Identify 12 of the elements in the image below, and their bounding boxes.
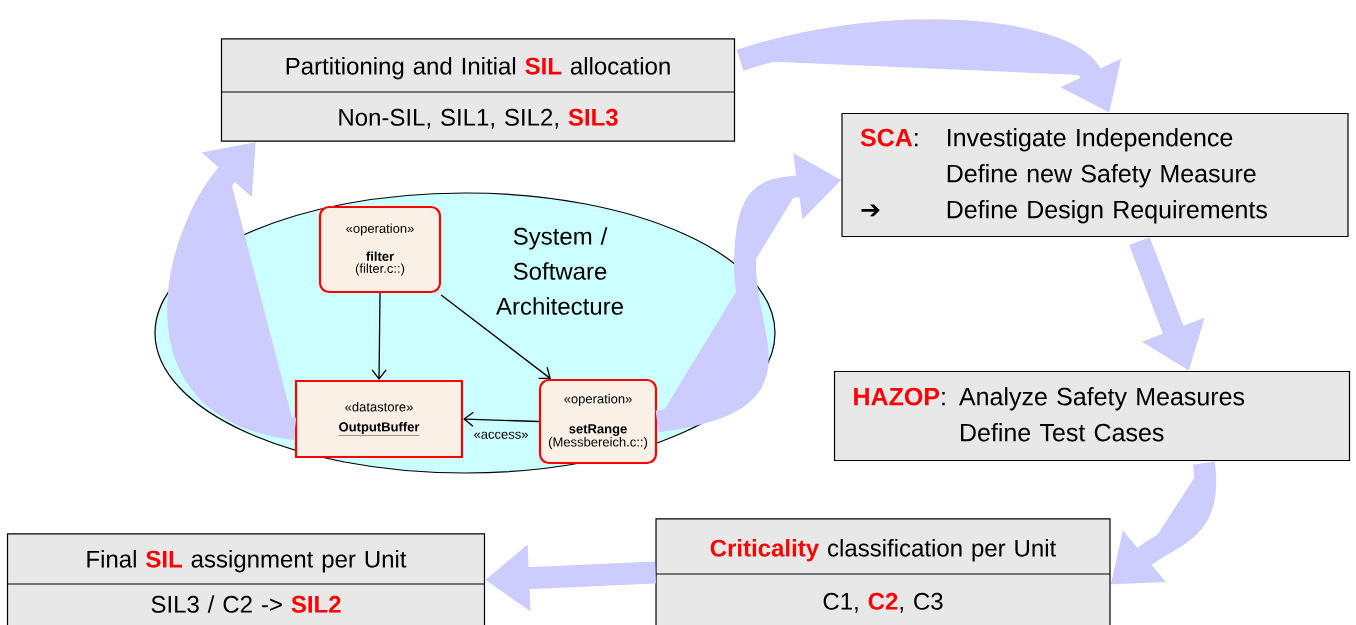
edge-label: «access» [472, 430, 530, 440]
operation-box: «operation» filter (filter.c::) [318, 205, 442, 294]
arrow [371, 292, 387, 380]
process-box: Partitioning and Initial SIL allocation Non-SIL, SIL1, SIL2, SIL3 [220, 38, 736, 142]
process-box: SCA: Investigate Independence Define new Safety Measure ➔ Define Design Requirements [841, 112, 1349, 238]
datastore-box: «datastore» OutputBuffer [294, 379, 464, 459]
process-box: Final SIL assignment per Unit SIL3 / C2 -> SIL2 [6, 533, 486, 625]
arrow [440, 294, 551, 379]
process-box: Criticality classification per Unit C1, C2, C3 [655, 518, 1111, 625]
arrow [463, 411, 540, 427]
process-box: HAZOP: Analyze Safety Measures Define Test Cases [833, 370, 1351, 462]
operation-box: «operation» setRange (Messbereich.c::) [538, 378, 658, 465]
